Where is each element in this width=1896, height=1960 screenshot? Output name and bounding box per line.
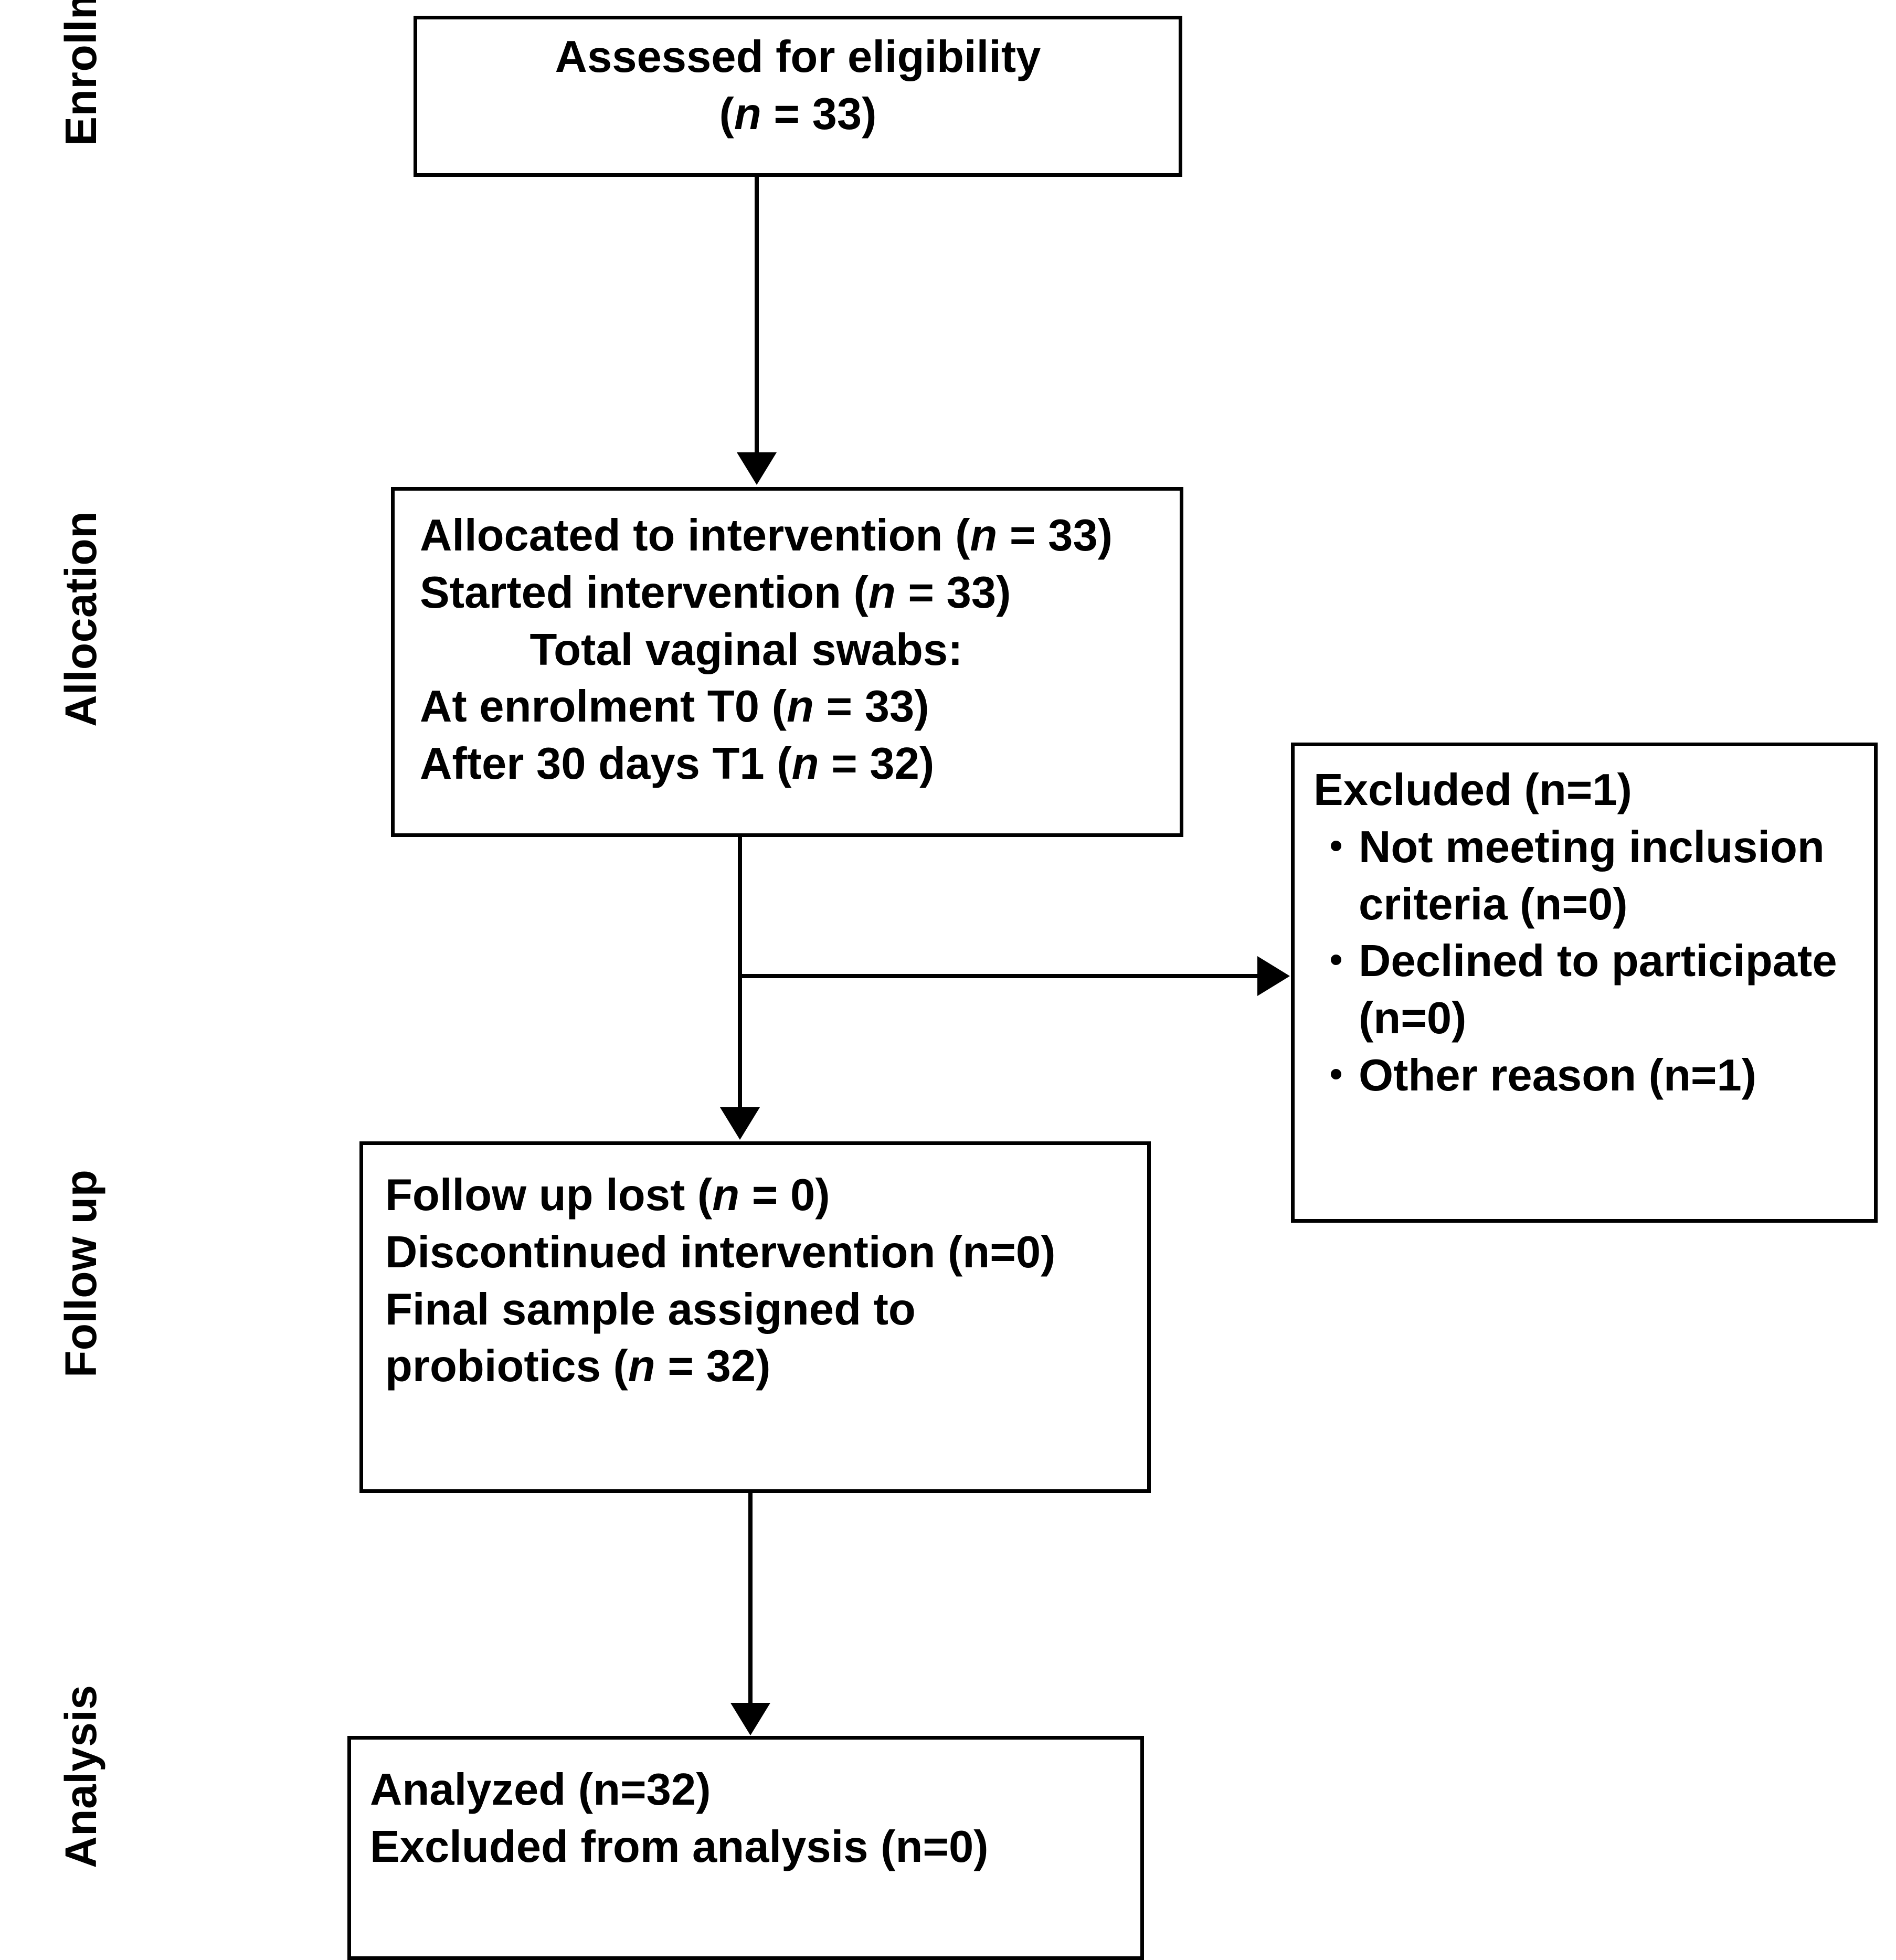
allocated-line-5: After 30 days T1 (n = 32) bbox=[420, 739, 935, 789]
analysis-line-2: Excluded from analysis (n=0) bbox=[370, 1821, 989, 1872]
phase-label-enrollment: Enrollment bbox=[56, 0, 105, 146]
connector-allocated-to-followup-line bbox=[738, 837, 742, 1107]
connector-assessed-to-allocated-line bbox=[755, 177, 759, 452]
allocated-line-3: Total vaginal swabs: bbox=[529, 624, 963, 675]
excluded-bullet-text: Declined to participate (n=0) bbox=[1359, 936, 1837, 1044]
excluded-bullet-item: • Declined to participate (n=0) bbox=[1314, 933, 1861, 1047]
connector-followup-to-analysis-line bbox=[748, 1493, 753, 1703]
assessed-line-1: Assessed for eligibility bbox=[555, 32, 1041, 82]
excluded-bullet-item: • Other reason (n=1) bbox=[1314, 1047, 1861, 1105]
analysis-line-1: Analyzed (n=32) bbox=[370, 1765, 711, 1815]
connector-allocated-to-followup-arrowhead bbox=[720, 1107, 760, 1140]
allocated-line-2: Started intervention (n = 33) bbox=[420, 567, 1011, 618]
bullet-icon: • bbox=[1329, 1053, 1343, 1094]
phase-label-follow-up: Follow up bbox=[56, 1169, 105, 1378]
followup-line-1: Follow up lost (n = 0) bbox=[385, 1170, 830, 1220]
box-excluded: Excluded (n=1) • Not meeting inclusion c… bbox=[1291, 743, 1878, 1223]
allocated-line-4: At enrolment T0 (n = 33) bbox=[420, 682, 929, 732]
bullet-icon: • bbox=[1329, 824, 1343, 866]
box-analysis: Analyzed (n=32) Excluded from analysis (… bbox=[347, 1736, 1144, 1960]
box-assessed-for-eligibility: Assessed for eligibility (n = 33) bbox=[414, 16, 1182, 177]
excluded-bullet-text: Other reason (n=1) bbox=[1359, 1050, 1757, 1100]
excluded-bullet-item: • Not meeting inclusion criteria (n=0) bbox=[1314, 819, 1861, 934]
bullet-icon: • bbox=[1329, 939, 1343, 980]
allocated-line-1: Allocated to intervention (n = 33) bbox=[420, 511, 1113, 560]
phase-label-allocation: Allocation bbox=[56, 511, 105, 727]
excluded-heading: Excluded (n=1) bbox=[1314, 765, 1632, 815]
followup-line-2: Discontinued intervention (n=0) bbox=[385, 1227, 1056, 1277]
connector-allocated-to-excluded-line bbox=[738, 974, 1257, 978]
connector-assessed-to-allocated-arrowhead bbox=[737, 452, 777, 485]
box-follow-up: Follow up lost (n = 0) Discontinued inte… bbox=[359, 1141, 1151, 1493]
followup-line-3: Final sample assigned to bbox=[385, 1284, 916, 1334]
connector-followup-to-analysis-arrowhead bbox=[730, 1703, 770, 1735]
box-allocated-to-intervention: Allocated to intervention (n = 33) Start… bbox=[391, 487, 1183, 837]
phase-label-analysis: Analysis bbox=[56, 1684, 105, 1868]
connector-allocated-to-excluded-arrowhead bbox=[1257, 956, 1290, 996]
assessed-line-2: (n = 33) bbox=[719, 89, 877, 139]
followup-line-4: probiotics (n = 32) bbox=[385, 1341, 771, 1392]
excluded-bullet-text: Not meeting inclusion criteria (n=0) bbox=[1359, 822, 1825, 929]
